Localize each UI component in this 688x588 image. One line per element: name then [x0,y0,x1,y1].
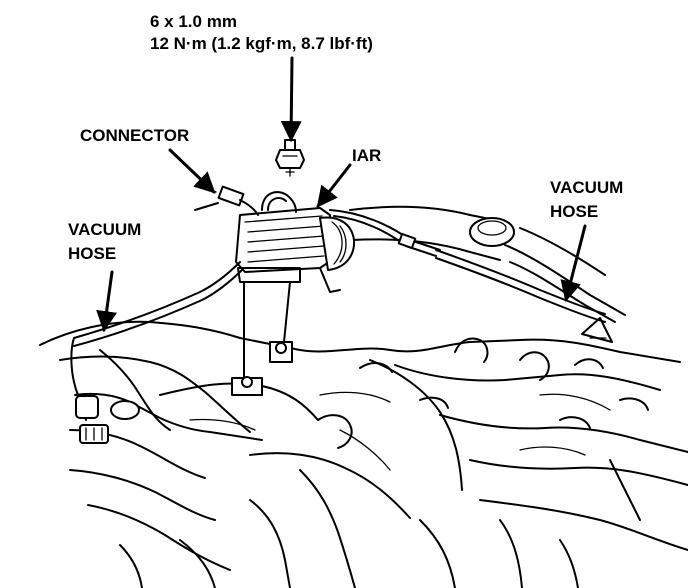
bolt-part [275,139,305,177]
right-vacuum-hose-label-line1: VACUUM [550,178,624,197]
engine-background [39,320,688,588]
connector-part [194,185,259,216]
right-vacuum-hose-label-line2: HOSE [550,202,599,221]
intake-arm [349,205,626,343]
left-hose-arrow [96,270,117,333]
torque-spec-label: 12 N·m (1.2 kgf·m, 8.7 lbf·ft) [150,34,373,53]
right-hose-arrow [560,224,587,303]
leader-arrows [96,56,587,333]
connector-label: CONNECTOR [80,126,190,145]
left-vacuum-hose-label-line1: VACUUM [68,220,142,239]
bolt-size-label: 6 x 1.0 mm [150,12,237,31]
iar-label: IAR [352,146,382,165]
connector-arrow [168,148,216,194]
left-vacuum-hose-label-line2: HOSE [68,244,117,263]
iar-arrow [316,163,352,208]
bolt-arrow [280,56,302,143]
right-vacuum-hose [435,249,606,323]
mount-grommets [231,341,293,396]
